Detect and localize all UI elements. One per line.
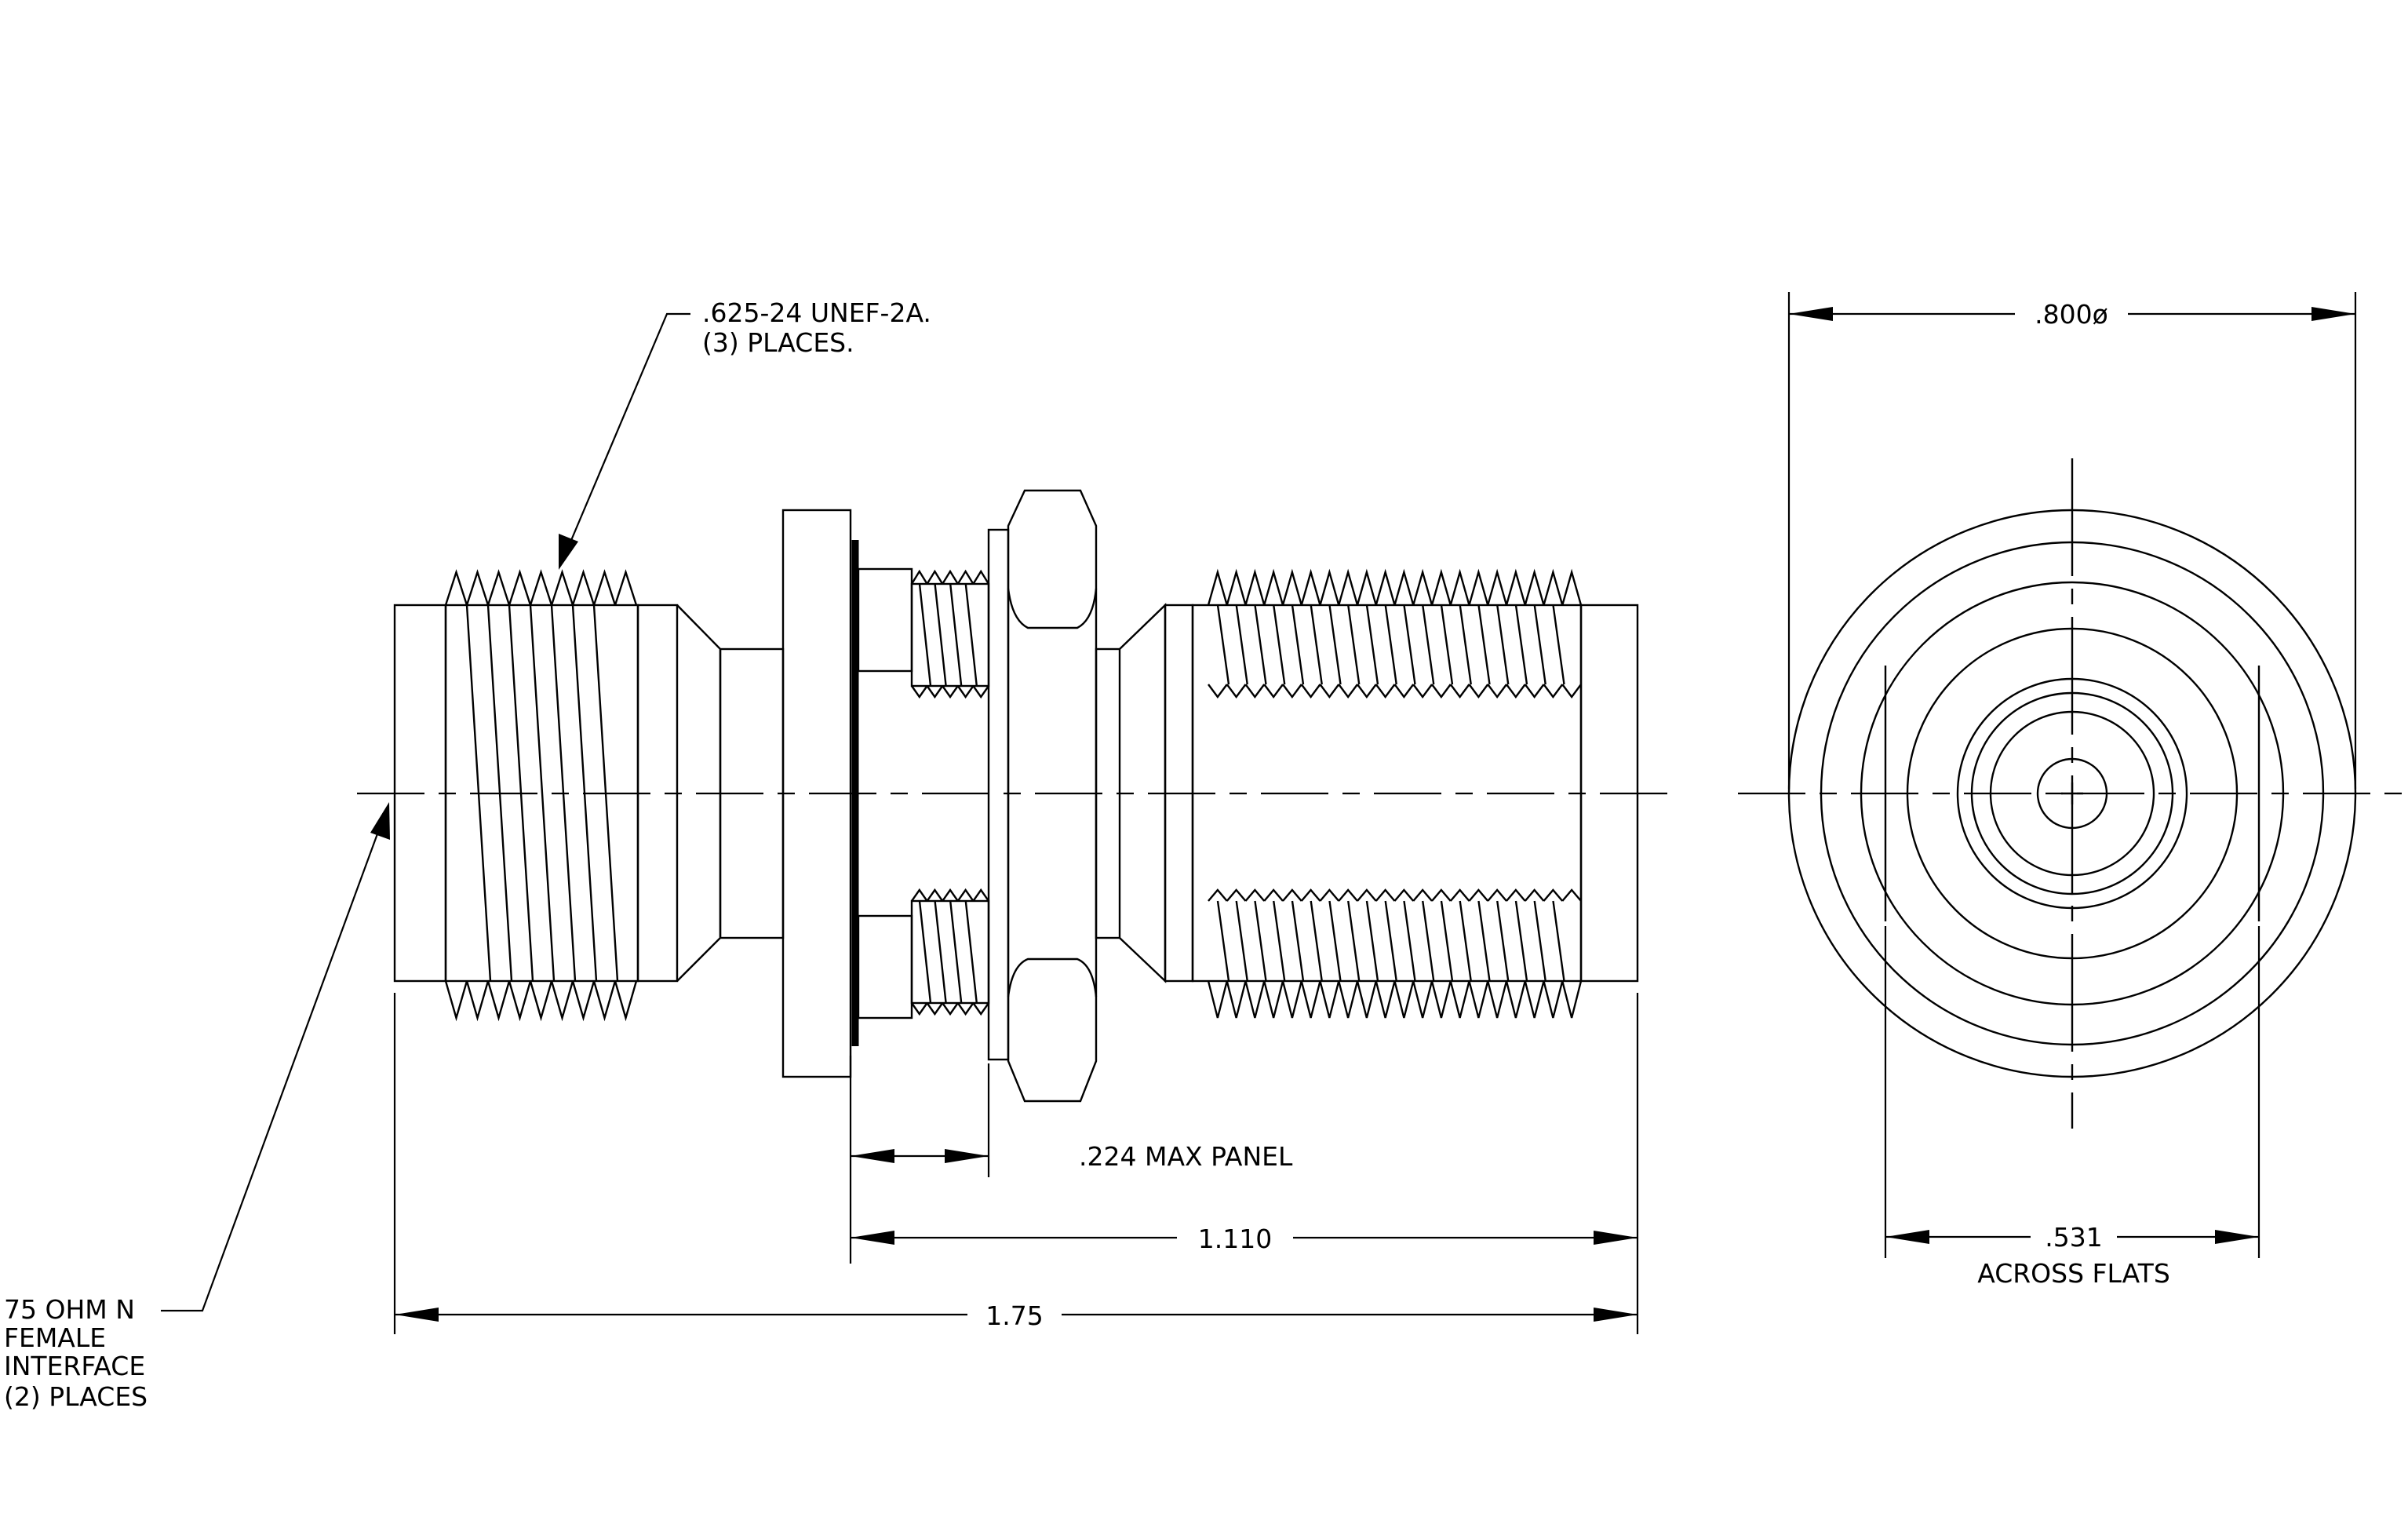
upper-short-stud [910,582,990,688]
thread-callout-line2: (3) PLACES. [702,327,854,358]
lower-stud-helix [918,900,978,1004]
right-lower-helix [1216,900,1565,982]
flats-dim-arrow-left [1885,1230,1929,1244]
interface-leader-line [161,814,386,1312]
thread-callout-line1: .625-24 UNEF-2A. [702,297,931,328]
circle-4 [1906,627,2239,960]
right-interface-body [1579,604,1639,983]
left-collar [636,604,679,983]
interface-callout: 75 OHM N FEMALE INTERFACE (2) PLACES [4,802,390,1412]
right-upper-crest-row-bottom [1208,684,1582,699]
lower-short-stud-base [857,914,913,1019]
upper-stud-crest-row-bottom [911,685,989,699]
panel-dim-arrow-right [945,1149,989,1163]
right-lower-crest-row-top [1208,888,1582,902]
outer-circle [1787,509,2357,1078]
circle-5 [1956,677,2188,910]
diameter-label: .800ø [2035,299,2108,330]
left-crest-row-bottom [444,980,638,1022]
interface-callout-line1: 75 OHM N [4,1294,135,1325]
across-flats-label: ACROSS FLATS [1977,1258,2170,1289]
right-lower-threads [1207,888,1583,1019]
circle-3 [1860,581,2285,1006]
hex-nut [1007,489,1098,1103]
right-lower-crest-row-bottom [1207,980,1583,1019]
circle-7 [1989,710,2155,877]
upper-short-stud-threads [910,569,990,699]
left-thread-helix [465,604,619,982]
right-upper-helix [1216,604,1565,685]
mounting-flange [781,509,852,1078]
lower-short-stud [910,899,990,1005]
upper-stud-crest-row-top [910,569,990,585]
side-view [357,489,1675,1103]
right-upper-crest-row-top [1207,568,1583,606]
upper-stud-helix [918,583,978,687]
left-helix-lines [465,604,619,982]
thread-callout: .625-24 UNEF-2A. (3) PLACES. [559,297,931,570]
circle-2 [1820,541,2325,1046]
upper-short-stud-base [857,567,913,673]
lower-stud-crest-row-top [911,888,989,902]
flange-dim-arrow-left [851,1231,894,1245]
diameter-dim-arrow-right [2311,307,2355,321]
lower-stud-crest-row-bottom [911,1002,989,1016]
left-crest-row-top [444,569,638,606]
lock-washer [987,528,1010,1061]
hex-nut-flats [1007,588,1098,998]
right-washer [1095,647,1121,939]
max-panel-label: .224 MAX PANEL [1079,1141,1293,1172]
end-view [1738,458,2408,1129]
overall-dim-arrow-right [1594,1308,1638,1322]
thread-leader-line [562,312,690,560]
interface-callout-line2: FEMALE [4,1322,106,1353]
across-flats-value: .531 [2045,1222,2102,1253]
overall-length-label: 1.75 [985,1300,1043,1331]
interface-leader-arrow [370,802,390,840]
flange-dim-arrow-right [1594,1231,1638,1245]
right-upper-threads [1207,568,1583,699]
circle-6 [1970,691,2174,895]
lower-short-stud-threads [911,888,989,1016]
flange-to-end-label: 1.110 [1198,1224,1272,1254]
overall-dim-arrow-left [395,1308,439,1322]
diameter-dim-arrow-left [1789,307,1833,321]
thread-leader-arrow [559,534,578,570]
panel-dim-arrow-left [851,1149,894,1163]
dimension-lines: .224 MAX PANEL 1.110 1.75 .800ø .531 ACR… [393,292,2357,1334]
left-thread-crests [444,569,638,1022]
interface-callout-line4: (2) PLACES [4,1381,148,1412]
interface-callout-line3: INTERFACE [4,1351,145,1381]
center-pin [2036,757,2108,830]
flats-dim-arrow-right [2215,1230,2259,1244]
